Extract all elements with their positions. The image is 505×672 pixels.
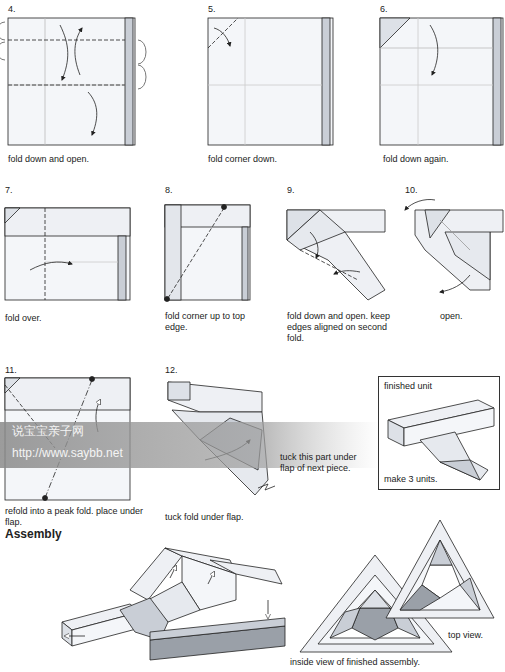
step-caption: open. bbox=[440, 311, 490, 322]
step-number: 11. bbox=[5, 365, 35, 376]
step-number: 5. bbox=[208, 4, 238, 15]
step-number: 7. bbox=[5, 185, 35, 196]
view-caption: top view. bbox=[448, 630, 503, 641]
step-number: 9. bbox=[287, 185, 317, 196]
step-number: 8. bbox=[165, 185, 195, 196]
step-caption: fold corner down. bbox=[208, 154, 338, 165]
step-caption: refold into a peak fold. place under fla… bbox=[5, 506, 145, 528]
view-caption: inside view of finished assembly. bbox=[290, 657, 480, 668]
step-number: 6. bbox=[380, 4, 410, 15]
step-caption: fold down and open. bbox=[8, 154, 138, 165]
step-caption: fold down again. bbox=[383, 154, 501, 165]
step-number: 10. bbox=[405, 185, 435, 196]
step-caption: fold over. bbox=[5, 313, 125, 324]
step-caption: tuck fold under flap. bbox=[165, 512, 275, 523]
watermark: 说宝宝亲子网 bbox=[12, 424, 212, 438]
step-number: 12. bbox=[165, 365, 195, 376]
box-note: make 3 units. bbox=[384, 474, 494, 485]
callout-note: tuck this part under flap of next piece. bbox=[280, 452, 370, 474]
section-heading: Assembly bbox=[5, 527, 125, 541]
box-heading: finished unit bbox=[384, 381, 494, 392]
step-number: 4. bbox=[8, 4, 38, 15]
step-caption: fold corner up to top edge. bbox=[165, 311, 260, 333]
step-caption: fold down and open. keep edges aligned o… bbox=[287, 311, 397, 344]
watermark: http://www.saybb.net bbox=[12, 446, 232, 460]
unit-box: finished unit make 3 units. bbox=[378, 376, 500, 490]
